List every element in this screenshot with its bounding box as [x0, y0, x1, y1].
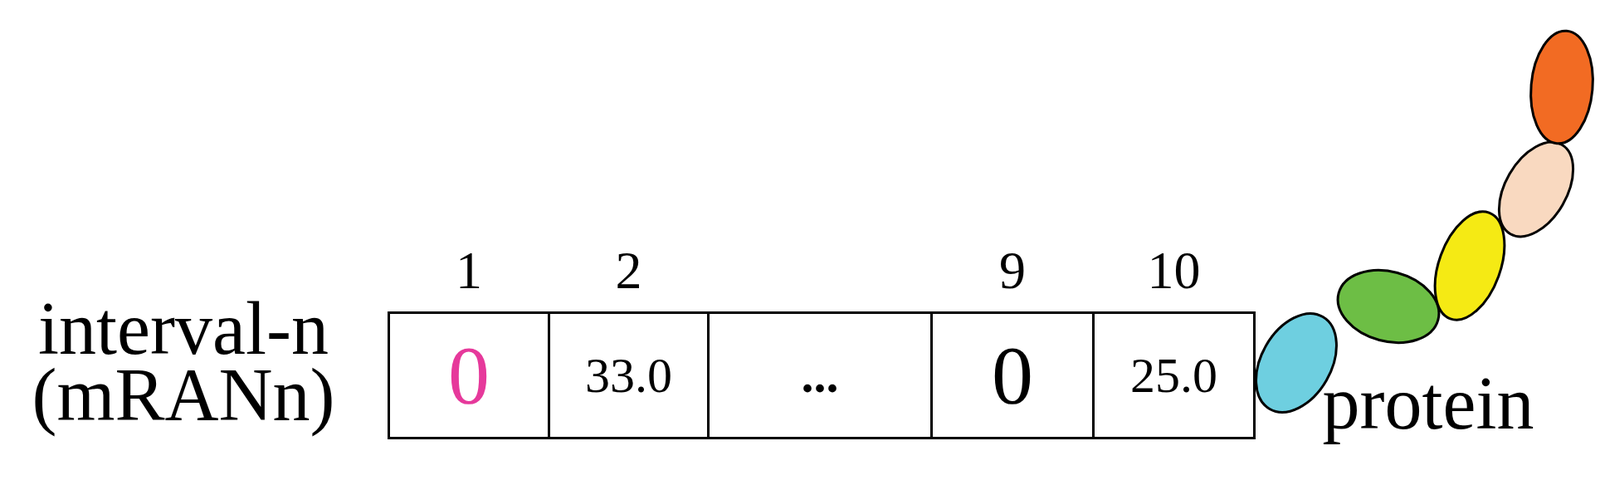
- cell-value: 25.0: [1130, 350, 1218, 400]
- protein-domain: [1483, 129, 1589, 249]
- table-cell: ...: [707, 311, 933, 440]
- row-label: interval-n: [38, 291, 329, 366]
- protein-domain: [1329, 258, 1448, 353]
- cell-value: 0: [448, 333, 490, 417]
- table-cell: 1025.0: [1092, 311, 1256, 440]
- table-cell: 233.0: [547, 311, 710, 440]
- protein-domain: [1526, 28, 1598, 147]
- column-number: 10: [1147, 243, 1201, 298]
- cell-value: 0: [991, 333, 1034, 417]
- row-label: (mRANn): [32, 357, 336, 433]
- column-number: 1: [455, 243, 483, 298]
- cell-value: 33.0: [585, 350, 673, 400]
- cell-value: ...: [801, 350, 840, 400]
- column-number: 9: [999, 243, 1026, 298]
- protein-label: protein: [1322, 365, 1535, 441]
- column-number: 2: [615, 243, 643, 298]
- table-cell: 10: [387, 311, 551, 440]
- table-cell: 90: [930, 311, 1095, 440]
